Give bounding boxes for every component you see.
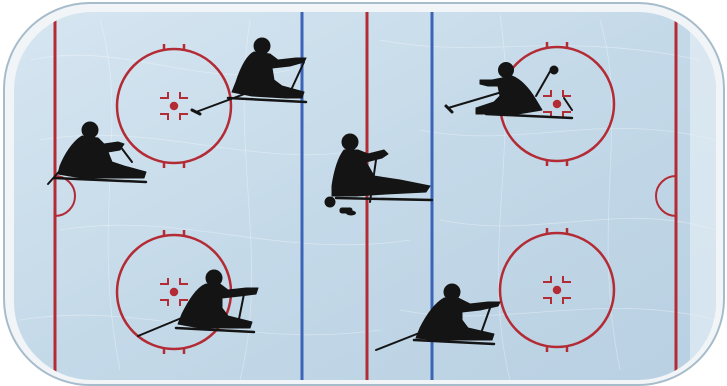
hockey-puck bbox=[346, 211, 356, 216]
ice-surface bbox=[14, 12, 716, 380]
